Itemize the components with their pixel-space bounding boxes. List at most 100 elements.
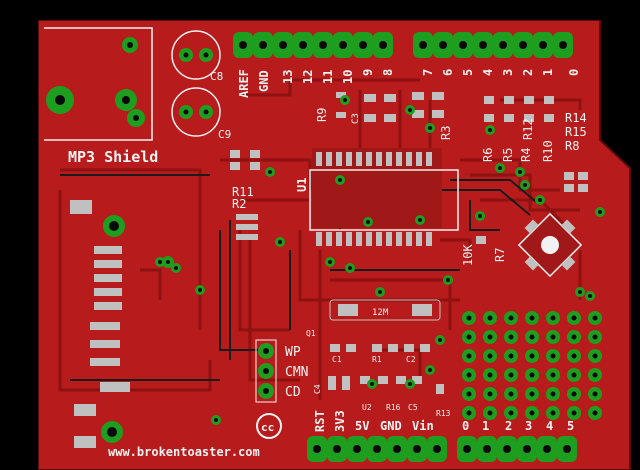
proto-pad-hole xyxy=(508,315,514,321)
label-c8: C8 xyxy=(210,70,223,83)
proto-pad-hole xyxy=(487,372,493,378)
label-r11: R11 xyxy=(232,185,254,199)
capacitor-c8: C8 xyxy=(171,30,223,83)
via-hole xyxy=(198,288,202,292)
via-hole xyxy=(523,183,527,187)
pin-label-a1: 1 xyxy=(482,419,489,433)
label-r13: R13 xyxy=(436,409,451,418)
pin-label-gnd-bottom: GND xyxy=(380,419,402,433)
top-header-labels: AREF GND 13 12 11 10 9 8 7 6 5 4 3 2 1 0 xyxy=(237,69,581,98)
via-hole xyxy=(478,214,482,218)
proto-pad-hole xyxy=(529,372,535,378)
proto-pad-hole xyxy=(550,353,556,359)
flash-connector: WP CMN CD xyxy=(255,339,308,403)
proto-pad-hole xyxy=(508,391,514,397)
via-hole xyxy=(428,368,432,372)
prototype-grid xyxy=(462,311,602,420)
sd-mount-holes xyxy=(101,215,174,443)
label-r3: R3 xyxy=(439,126,453,140)
pin-label-3: 3 xyxy=(501,69,515,76)
proto-pad-hole xyxy=(550,391,556,397)
pin-label-0: 0 xyxy=(567,69,581,76)
proto-pad-hole xyxy=(487,353,493,359)
proto-pad-hole xyxy=(508,372,514,378)
pin-label-8: 8 xyxy=(381,69,395,76)
via-hole xyxy=(278,240,282,244)
cc-logo: cc xyxy=(256,413,282,439)
pin-label-a0: 0 xyxy=(462,419,469,433)
pin-label-12: 12 xyxy=(301,70,315,84)
label-r14: R14 xyxy=(565,111,587,125)
pin-label-5: 5 xyxy=(461,69,475,76)
via-hole xyxy=(378,290,382,294)
pin-label-1: 1 xyxy=(541,69,555,76)
proto-pad-hole xyxy=(571,372,577,378)
pin-label-rst: RST xyxy=(313,410,327,432)
label-r12: R12 xyxy=(521,118,535,140)
label-r10: R10 xyxy=(541,140,555,162)
proto-pad-hole xyxy=(508,353,514,359)
via-hole xyxy=(343,98,347,102)
proto-pad-hole xyxy=(487,334,493,340)
label-wp: WP xyxy=(285,345,301,360)
pin-label-10: 10 xyxy=(341,70,355,84)
pin-label-7: 7 xyxy=(421,69,435,76)
smd-pads-bottom xyxy=(328,344,444,394)
pin-label-a4: 4 xyxy=(546,419,553,433)
label-c1: C1 xyxy=(332,355,342,364)
label-c4: C4 xyxy=(313,384,322,394)
pin-label-a3: 3 xyxy=(525,419,532,433)
via-hole xyxy=(408,382,412,386)
via-hole xyxy=(366,220,370,224)
pin-label-6: 6 xyxy=(441,69,455,76)
via-hole xyxy=(438,338,442,342)
proto-pad-hole xyxy=(571,410,577,416)
label-cmn: CMN xyxy=(285,365,308,380)
proto-pad-hole xyxy=(508,410,514,416)
pin-label-9: 9 xyxy=(361,69,375,76)
label-u2: U2 xyxy=(362,403,372,412)
label-c3: C3 xyxy=(351,113,361,124)
proto-pad-hole xyxy=(571,334,577,340)
label-r6: R6 xyxy=(481,148,495,162)
pin-label-11: 11 xyxy=(321,70,335,84)
via-hole xyxy=(268,170,272,174)
proto-pad-hole xyxy=(466,353,472,359)
label-r7: R7 xyxy=(493,248,507,262)
via-hole xyxy=(518,170,522,174)
proto-pad-hole xyxy=(592,372,598,378)
proto-pad-hole xyxy=(592,391,598,397)
board-title: MP3 Shield xyxy=(68,148,158,166)
proto-pad-hole xyxy=(529,391,535,397)
proto-pad-hole xyxy=(466,391,472,397)
pin-label-gnd: GND xyxy=(257,70,271,92)
pin-label-13: 13 xyxy=(281,70,295,84)
via-hole xyxy=(498,166,502,170)
via-hole xyxy=(348,266,352,270)
sd-socket-pads xyxy=(70,200,130,448)
pin-label-4: 4 xyxy=(481,69,495,76)
label-xtal: 12M xyxy=(372,308,389,318)
via-hole xyxy=(598,210,602,214)
website-label: www.brokentoaster.com xyxy=(108,445,260,459)
pin-label-3v3: 3V3 xyxy=(333,410,347,432)
pin-label-a2: 2 xyxy=(505,419,512,433)
label-r4: R4 xyxy=(519,148,533,162)
proto-pad-hole xyxy=(571,353,577,359)
proto-pad-hole xyxy=(529,353,535,359)
audio-jack xyxy=(44,27,153,141)
pin-label-vin: Vin xyxy=(412,419,434,433)
top-header-pins xyxy=(233,32,573,58)
pin-label-5v: 5V xyxy=(355,419,369,433)
smd-pads-top xyxy=(230,92,588,244)
label-r15: R15 xyxy=(565,125,587,139)
proto-pad-hole xyxy=(487,315,493,321)
via-hole xyxy=(538,198,542,202)
via-hole xyxy=(408,108,412,112)
label-r8: R8 xyxy=(565,139,579,153)
proto-pad-hole xyxy=(550,334,556,340)
via-hole xyxy=(214,418,218,422)
proto-pad-hole xyxy=(529,315,535,321)
pin-label-aref: AREF xyxy=(237,69,251,98)
label-cd: CD xyxy=(285,385,301,400)
